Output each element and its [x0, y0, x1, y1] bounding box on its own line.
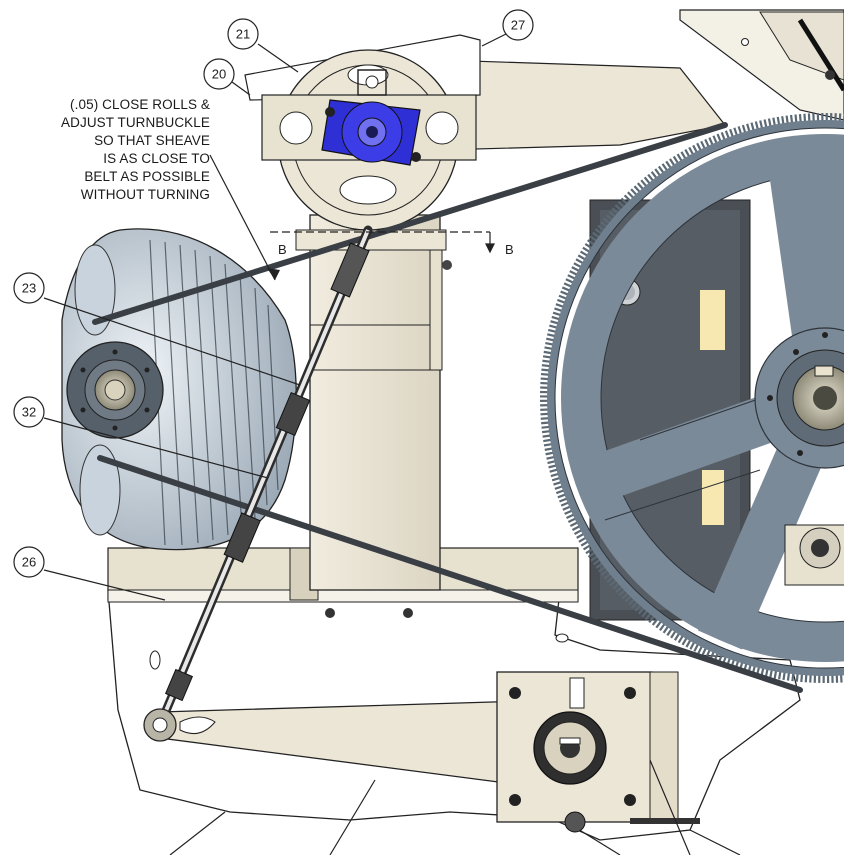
tension-arm — [143, 699, 599, 791]
drive-belt — [92, 122, 803, 693]
large-gear — [540, 113, 844, 683]
note-line-3: SO THAT SHEAVE — [94, 133, 210, 148]
balloon-20: 20 — [203, 58, 235, 90]
note-line-2: ADJUST TURNBUCKLE — [61, 115, 210, 130]
balloon-21: 21 — [227, 18, 259, 50]
adjustment-note: (.05) CLOSE ROLLS & ADJUST TURNBUCKLE SO… — [61, 96, 210, 204]
top-right-bracket — [679, 9, 844, 121]
section-label-left: B — [278, 242, 287, 257]
note-line-1: (.05) CLOSE ROLLS & — [70, 97, 210, 112]
leader-lines — [43, 32, 691, 856]
balloon-27-text: 27 — [511, 18, 525, 33]
lower-right-bearing — [784, 524, 844, 586]
note-line-5: BELT AS POSSIBLE — [84, 169, 210, 184]
section-line-bb — [270, 231, 495, 254]
balloon-26-text: 26 — [22, 555, 36, 570]
balloon-23: 23 — [13, 272, 45, 304]
note-line-6: WITHOUT TURNING — [80, 187, 210, 202]
balloon-32: 32 — [13, 396, 45, 428]
idler-assembly — [244, 34, 481, 231]
pivot-mount — [496, 671, 700, 833]
motor-sheave — [66, 341, 164, 439]
balloon-26: 26 — [13, 546, 45, 578]
balloon-20-text: 20 — [212, 67, 226, 82]
balloon-32-text: 32 — [22, 405, 36, 420]
balloon-27: 27 — [502, 9, 534, 41]
note-line-4: IS AS CLOSE TO — [103, 151, 210, 166]
balloon-21-text: 21 — [236, 27, 250, 42]
balloon-23-text: 23 — [22, 281, 36, 296]
section-label-right: B — [505, 242, 514, 257]
stand-column — [295, 214, 452, 591]
note-arrowhead — [267, 268, 280, 280]
